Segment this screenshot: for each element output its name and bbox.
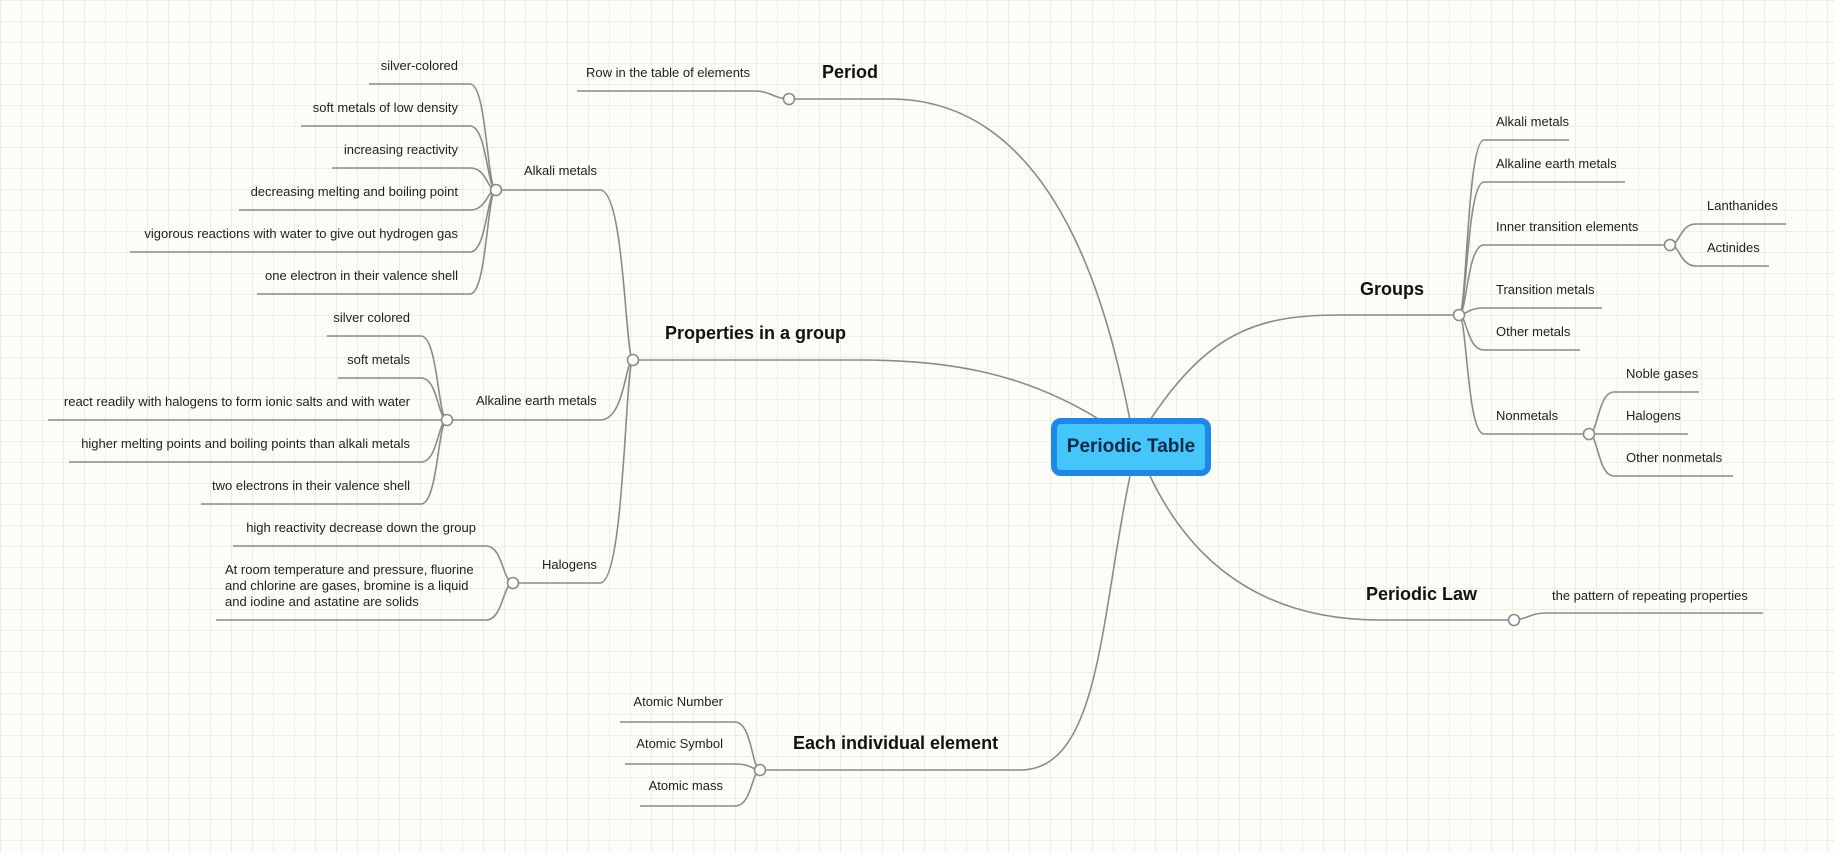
leaf-lanthanides[interactable]: Lanthanides — [1707, 198, 1778, 213]
collapse-handle-nonmetals — [1582, 427, 1596, 441]
leaf-halogens-1[interactable]: high reactivity decrease down the group — [246, 520, 476, 535]
leaf-atomic-mass[interactable]: Atomic mass — [648, 778, 723, 793]
topic-each-individual-element[interactable]: Each individual element — [793, 733, 999, 753]
leaf-groups-other-metals[interactable]: Other metals — [1496, 324, 1571, 339]
connector-alkali-2 — [301, 125, 497, 191]
leaf-atomic-number[interactable]: Atomic Number — [633, 694, 723, 709]
subtopic-alkaline-earth-metals[interactable]: Alkaline earth metals — [476, 393, 597, 408]
connector-law — [1149, 475, 1514, 621]
topic-period[interactable]: Period — [822, 62, 879, 82]
leaf-halogens-2[interactable]: At room temperature and pressure, fluori… — [225, 562, 474, 609]
connector-element — [760, 475, 1131, 771]
connector-period-leaf — [577, 90, 790, 100]
leaf-nonmetal-halogens[interactable]: Halogens — [1626, 408, 1681, 423]
leaf-alkaline-2[interactable]: soft metals — [347, 352, 410, 367]
connector-groups-4 — [1458, 307, 1602, 316]
connector-law-leaf — [1513, 612, 1763, 621]
connector-element-2 — [625, 763, 761, 771]
connector-groups-2 — [1458, 181, 1625, 316]
collapse-handle-groups — [1452, 308, 1466, 322]
leaf-alkali-5[interactable]: vigorous reactions with water to give ou… — [144, 226, 458, 241]
leaf-alkaline-5[interactable]: two electrons in their valence shell — [212, 478, 410, 493]
leaf-groups-transition-metals[interactable]: Transition metals — [1496, 282, 1595, 297]
connector-properties — [633, 359, 1101, 421]
leaf-actinides[interactable]: Actinides — [1707, 240, 1760, 255]
leaf-alkaline-1[interactable]: silver colored — [333, 310, 410, 325]
leaf-groups-alkali-metals[interactable]: Alkali metals — [1496, 114, 1569, 129]
leaf-period-row[interactable]: Row in the table of elements — [586, 65, 751, 80]
connector-halogens — [513, 359, 634, 584]
leaf-alkaline-3[interactable]: react readily with halogens to form ioni… — [63, 394, 410, 409]
collapse-handle-alkali — [489, 183, 503, 197]
leaf-groups-inner-transition[interactable]: Inner transition elements — [1496, 219, 1639, 234]
connector-groups-3 — [1458, 244, 1670, 316]
collapse-handle-inner — [1663, 238, 1677, 252]
connector-alkaline — [447, 359, 634, 421]
leaf-alkali-1[interactable]: silver-colored — [380, 58, 458, 73]
leaf-groups-nonmetals[interactable]: Nonmetals — [1496, 408, 1559, 423]
leaf-alkaline-4[interactable]: higher melting points and boiling points… — [81, 436, 410, 451]
leaf-alkali-3[interactable]: increasing reactivity — [343, 142, 458, 157]
leaf-groups-alkaline-earth-metals[interactable]: Alkaline earth metals — [1496, 156, 1617, 171]
topic-groups[interactable]: Groups — [1360, 279, 1425, 299]
root-topic[interactable]: Periodic Table — [1051, 418, 1211, 476]
subtopic-halogens[interactable]: Halogens — [542, 557, 597, 572]
leaf-atomic-symbol[interactable]: Atomic Symbol — [636, 736, 723, 751]
leaf-alkali-2[interactable]: soft metals of low density — [312, 100, 458, 115]
leaf-other-nonmetals[interactable]: Other nonmetals — [1626, 450, 1723, 465]
collapse-handle-period — [782, 92, 796, 106]
collapse-handle-law — [1507, 613, 1521, 627]
connector-groups — [1149, 314, 1459, 421]
connector-period — [789, 98, 1131, 421]
leaf-alkali-4[interactable]: decreasing melting and boiling point — [250, 184, 458, 199]
collapse-handle-alkaline — [440, 413, 454, 427]
collapse-handle-properties — [626, 353, 640, 367]
leaf-pattern-of-repeating-properties[interactable]: the pattern of repeating properties — [1552, 588, 1748, 603]
leaf-alkali-6[interactable]: one electron in their valence shell — [265, 268, 458, 283]
subtopic-alkali-metals[interactable]: Alkali metals — [524, 163, 597, 178]
collapse-handle-halogens — [506, 576, 520, 590]
leaf-noble-gases[interactable]: Noble gases — [1626, 366, 1699, 381]
collapse-handle-element — [753, 763, 767, 777]
topic-properties-in-a-group[interactable]: Properties in a group — [665, 323, 847, 343]
connector-alkali — [496, 189, 634, 361]
topic-periodic-law[interactable]: Periodic Law — [1366, 584, 1478, 604]
